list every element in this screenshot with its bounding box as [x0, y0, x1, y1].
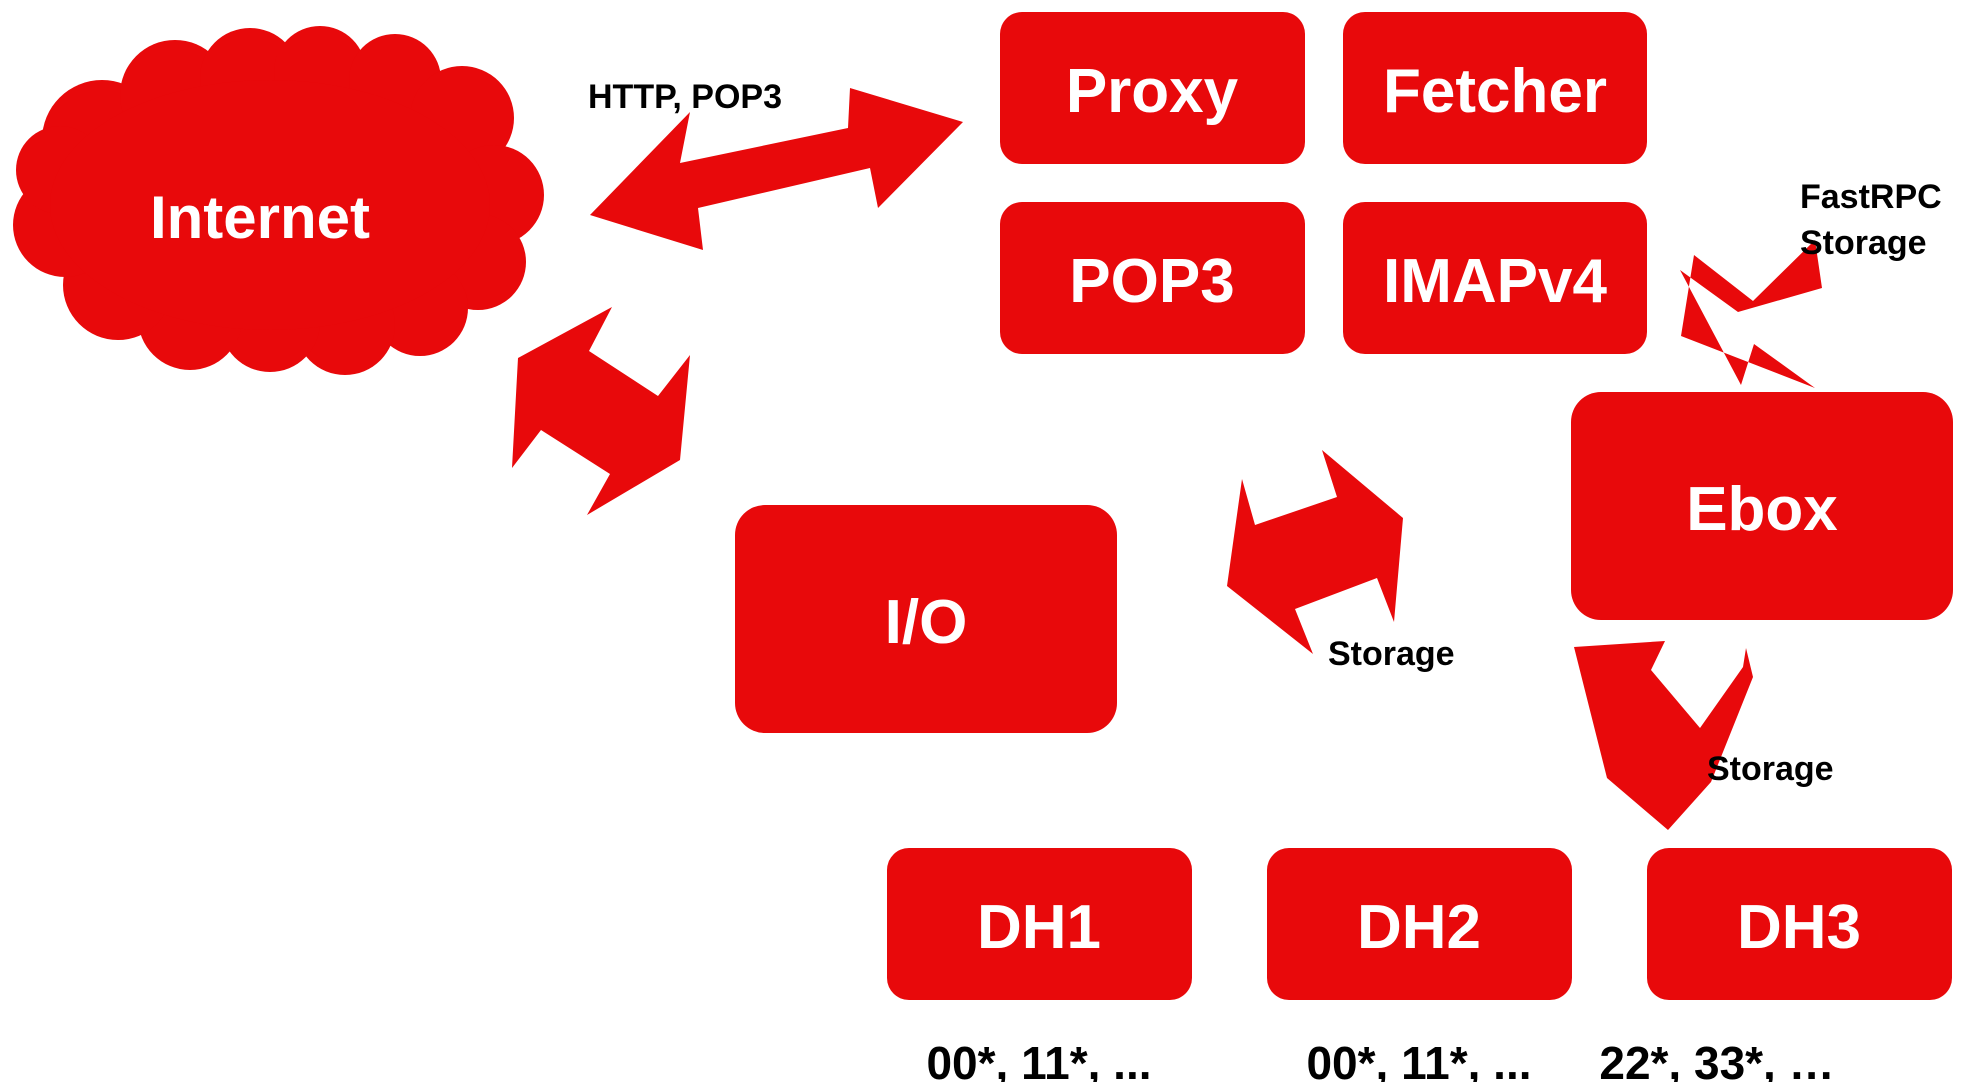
- node-io: I/O: [735, 505, 1117, 733]
- node-dh3-box: [1647, 848, 1952, 1000]
- node-dh2: DH2: [1267, 848, 1572, 1000]
- node-ebox: Ebox: [1571, 392, 1953, 620]
- node-fetcher-label: Fetcher: [1383, 57, 1607, 126]
- node-fetcher-box: [1343, 12, 1647, 164]
- node-ebox-label: Ebox: [1686, 475, 1838, 544]
- arrow-io-ebox: [1227, 450, 1403, 654]
- node-dh3: DH3: [1647, 848, 1952, 1000]
- node-proxy-box: [1000, 12, 1305, 164]
- node-imapv4-label: IMAPv4: [1383, 247, 1607, 316]
- node-io-label: I/O: [885, 588, 968, 657]
- edge-label-frontends-ebox-line1: FastRPC: [1800, 178, 1942, 216]
- node-dh2-label: DH2: [1357, 893, 1481, 962]
- edge-label-io-ebox: Storage: [1328, 635, 1455, 673]
- edge-label-ebox-dh: Storage: [1707, 750, 1834, 788]
- node-fetcher: Fetcher: [1343, 12, 1647, 164]
- internet-label: Internet: [150, 184, 370, 251]
- arrow-internet-frontends: [590, 88, 963, 250]
- arrow-ebox-dh: [1574, 641, 1753, 830]
- internet-cloud: Internet: [13, 26, 544, 375]
- node-pop3-label: POP3: [1069, 247, 1234, 316]
- node-pop3-box: [1000, 202, 1305, 354]
- partition-label-dh2: 00*, 11*, ...: [1306, 1037, 1531, 1082]
- node-dh3-label: DH3: [1737, 893, 1861, 962]
- node-dh1-label: DH1: [977, 893, 1101, 962]
- node-proxy: Proxy: [1000, 12, 1305, 164]
- arrow-internet-io: [512, 307, 690, 515]
- node-dh1: DH1: [887, 848, 1192, 1000]
- cloud-shape: [13, 26, 544, 375]
- edge-label-frontends-ebox-line2: Storage: [1800, 224, 1927, 262]
- node-dh1-box: [887, 848, 1192, 1000]
- node-proxy-label: Proxy: [1066, 57, 1239, 126]
- edge-label-internet-frontends: HTTP, POP3: [588, 78, 782, 116]
- partition-label-dh1: 00*, 11*, ...: [926, 1037, 1151, 1082]
- node-ebox-box: [1571, 392, 1953, 620]
- node-dh2-box: [1267, 848, 1572, 1000]
- node-io-box: [735, 505, 1117, 733]
- partition-label-dh3: 22*, 33*, …: [1599, 1037, 1834, 1082]
- node-pop3: POP3: [1000, 202, 1305, 354]
- arrow-frontends-ebox: [1680, 240, 1822, 388]
- node-imapv4: IMAPv4: [1343, 202, 1647, 354]
- node-imapv4-box: [1343, 202, 1647, 354]
